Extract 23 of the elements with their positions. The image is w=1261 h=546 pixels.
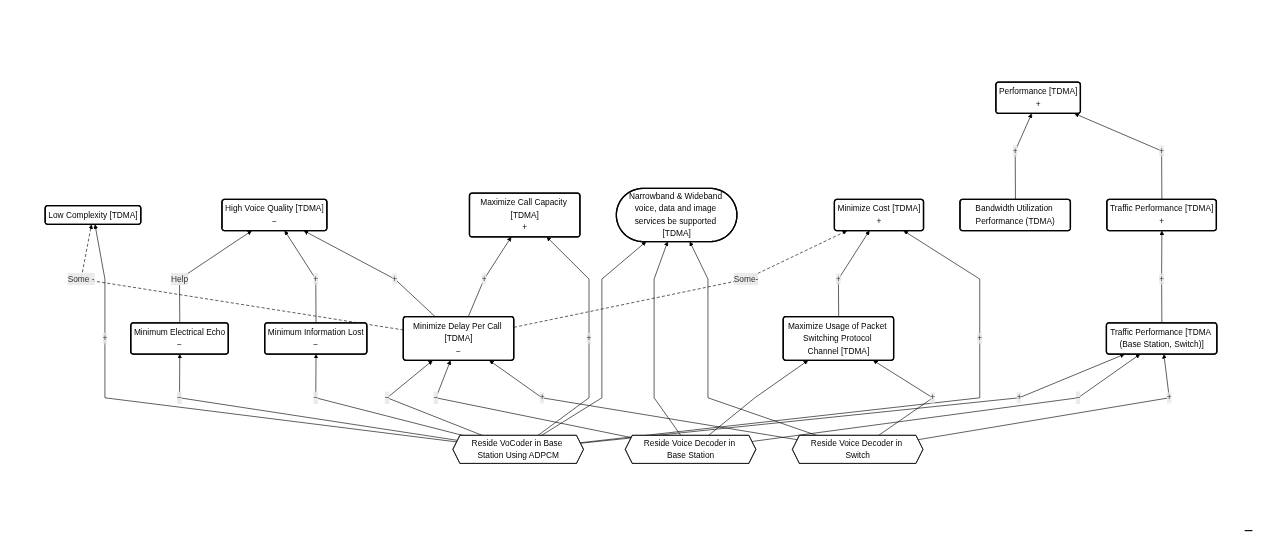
edge-label: + — [1158, 146, 1164, 156]
edge-label: + — [101, 333, 107, 343]
edge-label: − — [433, 393, 438, 403]
note-text: − — [1243, 522, 1253, 539]
edge-label: − — [1075, 393, 1080, 403]
edge-label: + — [391, 274, 397, 284]
edge-label: + — [929, 393, 935, 403]
edge-label: − — [176, 393, 182, 403]
edge-label: + — [481, 274, 487, 284]
edge-label: + — [835, 274, 841, 284]
edge-label: + — [976, 333, 982, 343]
edge-label: + — [586, 333, 591, 343]
edge-label: + — [312, 274, 318, 284]
edge-label: Some- — [733, 274, 758, 284]
edge-label: Some - — [67, 274, 94, 284]
edge-label: Help — [170, 274, 188, 284]
edge-label: − — [312, 393, 318, 403]
edge-label: + — [1012, 146, 1018, 156]
edge-label: + — [1016, 393, 1021, 403]
edge-label: + — [1158, 274, 1164, 284]
edge-label: − — [384, 393, 390, 403]
edge-label: + — [1166, 393, 1172, 403]
edge-label: + — [539, 393, 544, 403]
